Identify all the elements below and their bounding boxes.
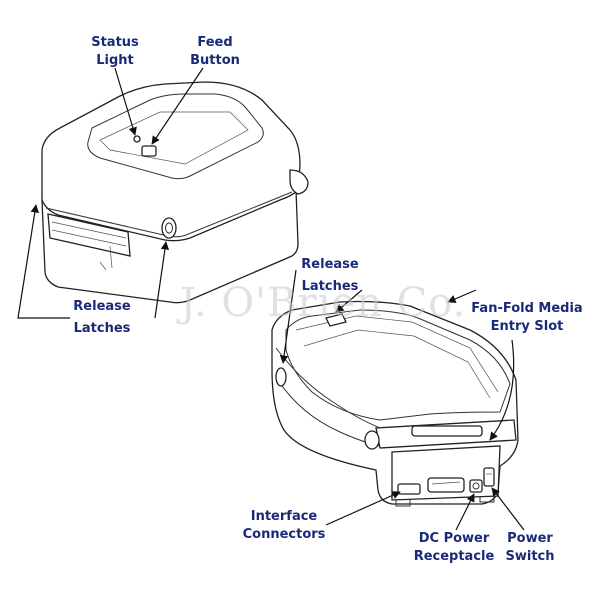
power-switch-label: Power Switch <box>505 531 555 564</box>
watermark-text: J. O'Brien Co. <box>180 280 467 326</box>
status-light-label: Status Light <box>91 35 139 68</box>
rear-printer-view <box>271 300 519 507</box>
feed-button-shape <box>141 145 157 157</box>
fanfold-media-entry-slot-label: Fan-Fold Media Entry Slot <box>471 301 583 334</box>
dc-power-receptacle-label: DC Power Receptacle <box>413 531 495 564</box>
release-latches-rear-label: Release Latches <box>301 257 359 294</box>
feed-button-label: Feed Button <box>190 35 240 68</box>
interface-connectors-label: Interface Connectors <box>242 509 326 542</box>
status-light-shape <box>133 135 141 143</box>
front-printer-view <box>41 81 309 304</box>
release-latches-front-label: Release Latches <box>73 299 131 336</box>
leader-lines <box>17 67 525 531</box>
